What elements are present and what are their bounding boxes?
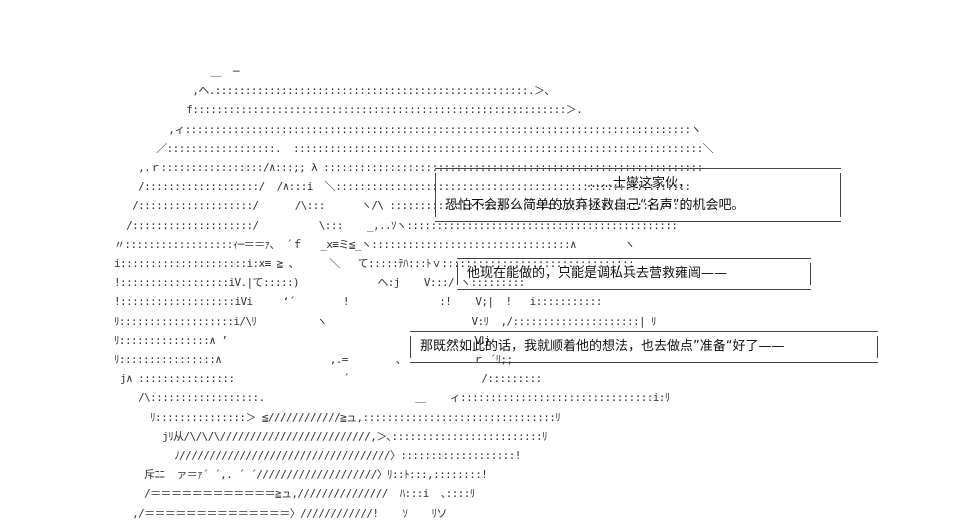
bubble-top-line-1: ……士燮这家伙，: [586, 176, 691, 191]
speech-bubble-top: ……士燮这家伙， 恐怕不会那么简单的放弃拯救自己“名声”的机会吧。: [435, 168, 841, 222]
bubble-middle-line-1: 他现在能做的，只能是调私兵去营救雍闿——: [467, 266, 728, 281]
bubble-bottom-line-1: 那既然如此的话，我就顺着他的想法，也去做点”准备“好了——: [420, 339, 785, 354]
speech-bubble-middle: 他现在能做的，只能是调私兵去营救雍闿——: [457, 258, 811, 290]
bubble-top-line-2: 恐怕不会那么简单的放弃拯救自己“名声”的机会吧。: [445, 198, 745, 213]
speech-bubble-bottom: 那既然如此的话，我就顺着他的想法，也去做点”准备“好了——: [410, 331, 878, 363]
ascii-art-character: ＿ ─ ,ヘ.:::::::::::::::::::::::::::::::::…: [114, 65, 714, 520]
